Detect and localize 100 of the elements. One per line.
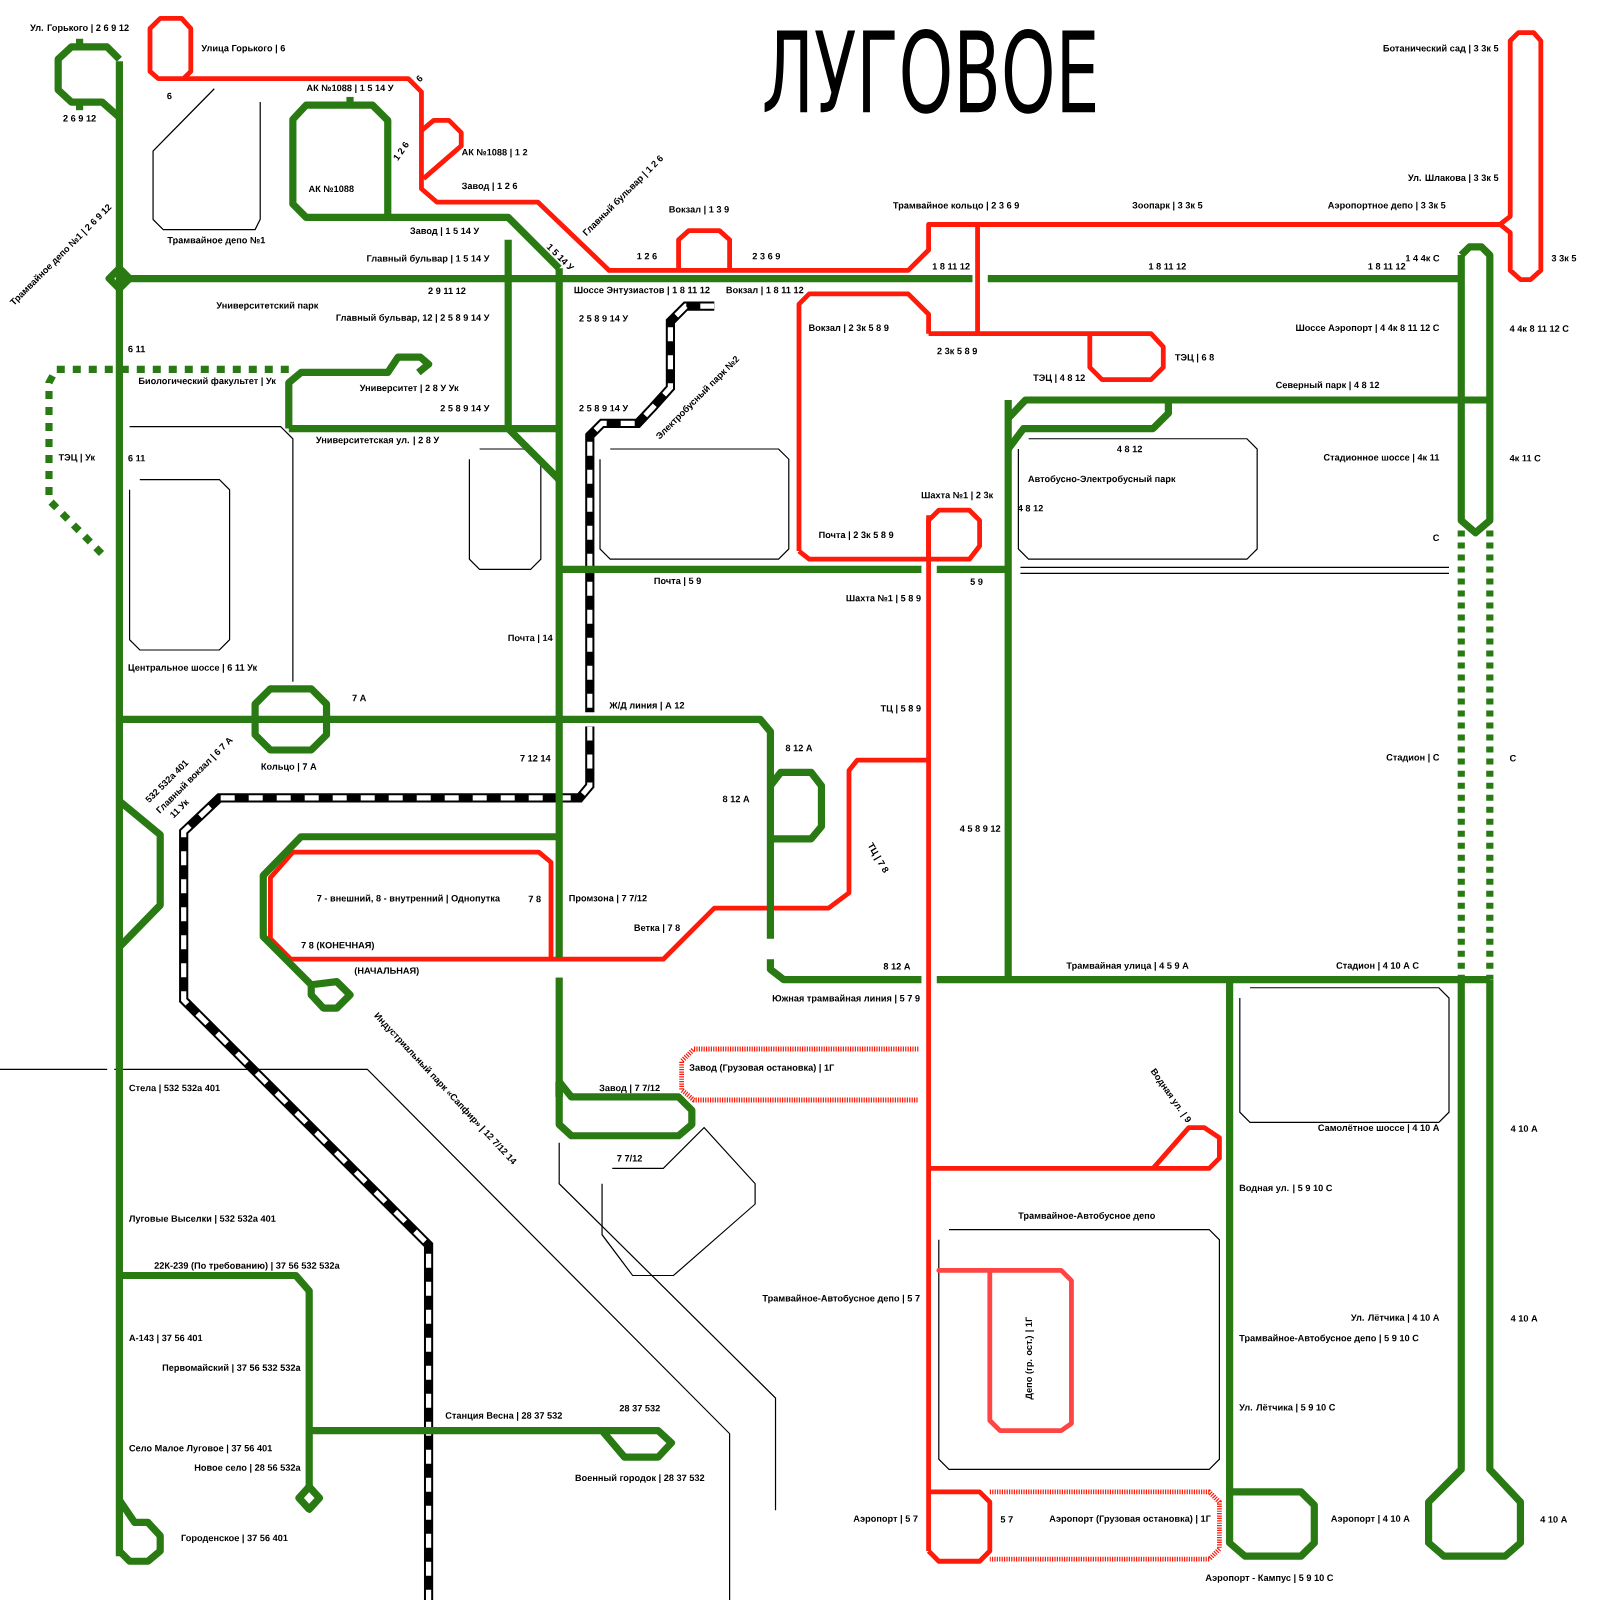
stop-label: 4 10 А — [1510, 1315, 1538, 1322]
stop-label: Почта | 2 3к 5 8 9 — [819, 531, 894, 541]
stop-label: Университетская ул. | 2 8 У — [315, 436, 440, 446]
stop-label: Луговые Выселки | 532 532а 401 — [129, 1215, 276, 1224]
stop-label: Первомайский | 37 56 532 532а — [162, 1363, 301, 1373]
stop-label: Военный городок | 28 37 532 — [575, 1474, 705, 1483]
stop-label: Трамвайное кольцо | 2 3 6 9 — [893, 201, 1019, 211]
stop-label: С — [1509, 754, 1516, 762]
stop-label: 7 - внешний, 8 - внутренний | Однопутка — [317, 894, 501, 904]
stop-label: Депо (гр. ост.) | 1Г — [1025, 1316, 1034, 1400]
stop-label: Почта | 5 9 — [654, 577, 701, 586]
stop-label: Трамвайное-Автобусное депо | 5 9 10 С — [1239, 1334, 1419, 1344]
stop-label: Ул. Лётчика | 4 10 А — [1350, 1314, 1440, 1323]
stop-label: Самолётное шоссе | 4 10 А — [1318, 1124, 1440, 1133]
stop-label: А-143 | 37 56 401 — [129, 1334, 203, 1344]
stop-label: Шоссе Энтузиастов | 1 8 11 12 — [574, 286, 710, 296]
stop-label: Аэропорт | 4 10 А — [1331, 1515, 1410, 1524]
stop-label: Завод | 1 5 14 У — [410, 227, 480, 236]
stop-label: Стела | 532 532а 401 — [129, 1084, 220, 1094]
stop-label: Улица Горького | 6 — [201, 44, 286, 54]
stop-label: Кольцо | 7 А — [261, 763, 317, 772]
stop-label: Завод | 1 2 6 — [461, 182, 518, 192]
stop-label: 1 2 6 — [393, 141, 409, 161]
stop-label: Биологический факультет | Ук — [139, 377, 276, 387]
stop-label: Шахта №1 | 5 8 9 — [846, 594, 921, 604]
stop-label: Ж/Д линия | А 12 — [609, 701, 685, 711]
stop-label: Главный бульвар, 12 | 2 5 8 9 14 У — [336, 313, 490, 323]
stop-label: С — [1433, 534, 1440, 541]
stop-label: Стадион | 4 10 А С — [1336, 962, 1419, 971]
stop-label: 2 3к 5 8 9 — [937, 347, 977, 355]
stop-label: 2 9 11 12 — [428, 287, 466, 295]
stop-label: Водная ул. | 5 9 10 С — [1239, 1184, 1333, 1194]
stop-label: 8 12 А — [883, 963, 911, 970]
stop-label: Аэропорт | 5 7 — [853, 1515, 918, 1524]
stop-label: 7 8 — [528, 895, 541, 903]
stop-label: Университетский парк — [216, 301, 319, 311]
stop-label: 2 6 9 12 — [63, 115, 96, 122]
stop-label: Аэропорт (Грузовая остановка) | 1Г — [1049, 1515, 1211, 1524]
stop-label: Главный бульвар | 1 5 14 У — [367, 254, 490, 264]
stop-label: 1 4 4к С — [1405, 254, 1440, 262]
stop-label: Университет | 2 8 У Ук — [359, 384, 459, 394]
stop-label: 2 3 6 9 — [752, 252, 781, 260]
stop-label: Вокзал | 2 3к 5 8 9 — [809, 324, 889, 333]
stop-label: 8 12 А — [785, 744, 813, 752]
stop-label: Аэропорт - Кампус | 5 9 10 С — [1205, 1574, 1334, 1583]
stop-label: 6 — [416, 75, 423, 82]
stop-label: (НАЧАЛЬНАЯ) — [354, 967, 419, 976]
stop-label: 3 3к 5 — [1551, 254, 1577, 262]
stop-label: 4 5 8 9 12 — [959, 825, 1001, 832]
stop-label: Центральное шоссе | 6 11 Ук — [128, 664, 258, 673]
stop-label: 7 7/12 — [617, 1154, 642, 1162]
stop-label: Северный парк | 4 8 12 — [1276, 381, 1380, 391]
stop-label: Промзона | 7 7/12 — [569, 894, 647, 904]
stop-label: Почта | 14 — [508, 634, 553, 644]
stop-label: Аэропортное депо | 3 3к 5 — [1328, 201, 1446, 211]
stop-label: 1 2 6 — [637, 252, 657, 260]
stop-label: 6 — [167, 92, 172, 100]
stop-label: 5 9 — [970, 578, 983, 585]
stop-label: АК №1088 | 1 2 — [461, 148, 528, 158]
stop-label: Шахта №1 | 2 3к — [921, 491, 994, 501]
stop-label: 5 7 — [1000, 1516, 1013, 1523]
stop-label: 1 8 11 12 — [1149, 263, 1186, 270]
stop-label: АК №1088 | 1 5 14 У — [306, 84, 394, 94]
stop-label: 4 8 12 — [1116, 445, 1142, 453]
stop-label: Трамвайное-Автобусное депо — [1018, 1211, 1155, 1221]
stop-label: Ул. Лётчика | 5 9 10 С — [1239, 1403, 1336, 1413]
stop-label: Вокзал | 1 8 11 12 — [726, 286, 804, 296]
stop-label: Завод | 7 7/12 — [599, 1084, 660, 1094]
stop-label: Южная трамвайная линия | 5 7 9 — [772, 994, 920, 1004]
stop-label: 7 А — [352, 694, 367, 702]
stop-label: 1 5 14 У — [546, 244, 575, 269]
stop-label: ТЭЦ | 4 8 12 — [1033, 374, 1085, 383]
stop-label: 2 5 8 9 14 У — [579, 404, 629, 412]
stop-label: Трамвайное депо №1 — [167, 236, 266, 246]
stop-label: Село Малое Луговое | 37 56 401 — [129, 1444, 273, 1454]
stop-label: Трамвайная улица | 4 5 9 А — [1066, 961, 1189, 971]
stop-label: Ветка | 7 8 — [634, 924, 680, 933]
stop-label: Стадион | С — [1386, 753, 1440, 763]
stop-label: Городенское | 37 56 401 — [181, 1534, 288, 1544]
stop-label: 8 12 А — [722, 795, 750, 803]
stop-label: 22К-239 (По требованию) | 37 56 532 532а — [154, 1261, 340, 1271]
stop-label: 4 10 А — [1510, 1125, 1538, 1132]
stop-label: ТЦ | 5 8 9 — [880, 704, 921, 714]
stop-label: 4 10 А — [1540, 1516, 1568, 1523]
stop-label: Шоссе Аэропорт | 4 4к 8 11 12 С — [1296, 324, 1440, 333]
stop-label: 4 4к 8 11 12 С — [1509, 325, 1569, 332]
stop-label: Ул. Горького | 2 6 9 12 — [30, 24, 129, 33]
stop-label: 6 11 — [128, 454, 146, 462]
stop-label: 2 5 8 9 14 У — [440, 404, 490, 412]
stop-label: Завод (Грузовая остановка) | 1Г — [689, 1064, 835, 1073]
stop-label: Стадионное шоссе | 4к 11 — [1323, 453, 1440, 463]
stop-label: Вокзал | 1 3 9 — [669, 205, 729, 215]
stop-label: Автобусно-Электробусный парк — [1028, 475, 1176, 484]
stop-label: Ул. Шлакова | 3 3к 5 — [1407, 174, 1499, 183]
stop-label: ТЦ | 7 8 — [868, 842, 889, 873]
stop-label: 7 12 14 — [520, 755, 551, 762]
stop-label: Станция Весна | 28 37 532 — [445, 1412, 562, 1421]
stop-label: 7 8 (КОНЕЧНАЯ) — [301, 941, 374, 951]
stop-label: 6 11 — [128, 345, 146, 353]
title: ЛУГОВОЕ — [764, 29, 1095, 114]
